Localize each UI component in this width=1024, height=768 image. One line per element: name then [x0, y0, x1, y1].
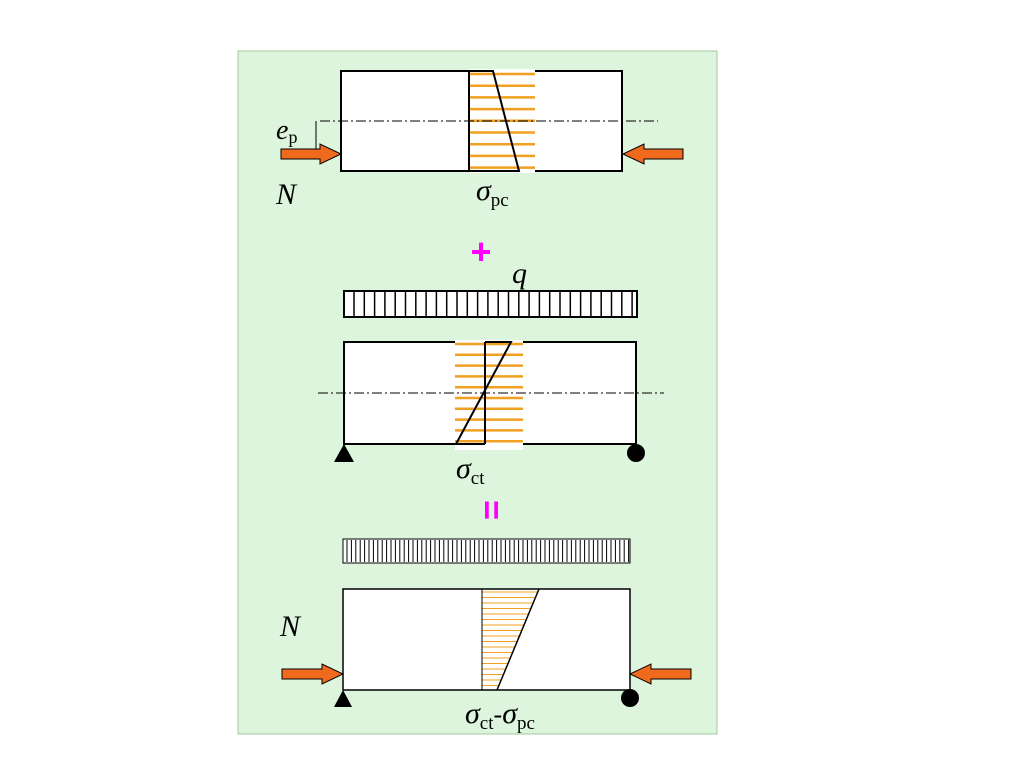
stress-hatch-2	[455, 342, 523, 443]
stress-label-ct: σct	[456, 452, 485, 489]
stress-profile-pc	[468, 70, 521, 172]
prestress-arrow-left-3	[281, 663, 345, 685]
stress-label-pc: σpc	[476, 174, 509, 211]
stress-hatch-3	[482, 591, 538, 686]
plus-operator: +	[470, 231, 491, 272]
force-label-1: N	[275, 178, 298, 211]
distributed-load-ticks	[353, 292, 633, 316]
eccentricity-label: ep	[276, 115, 297, 147]
stress-label-combined: σct-σpc	[465, 697, 535, 734]
distributed-load-ticks-3	[346, 540, 630, 562]
roller-support-2	[627, 444, 645, 462]
prestress-arrow-left	[280, 143, 343, 165]
equals-operator: =	[472, 500, 510, 520]
prestress-arrow-right	[621, 143, 684, 165]
stress-profile-combined	[496, 588, 540, 691]
beam-3	[342, 588, 631, 691]
stage-combined: N σct-σpc	[279, 538, 692, 734]
pin-support-3	[334, 690, 352, 707]
force-label-3: N	[279, 610, 302, 643]
roller-support-3	[621, 689, 639, 707]
stage-prestress: ep N σpc	[275, 69, 684, 211]
stage-external-load: q σct	[318, 257, 664, 489]
distributed-load-bar	[343, 290, 638, 318]
distributed-load-bar-3	[342, 538, 631, 564]
pin-support-2	[334, 444, 354, 462]
stress-block-2-bg	[455, 340, 523, 450]
load-label: q	[512, 257, 527, 290]
prestress-arrow-right-3	[628, 663, 692, 685]
